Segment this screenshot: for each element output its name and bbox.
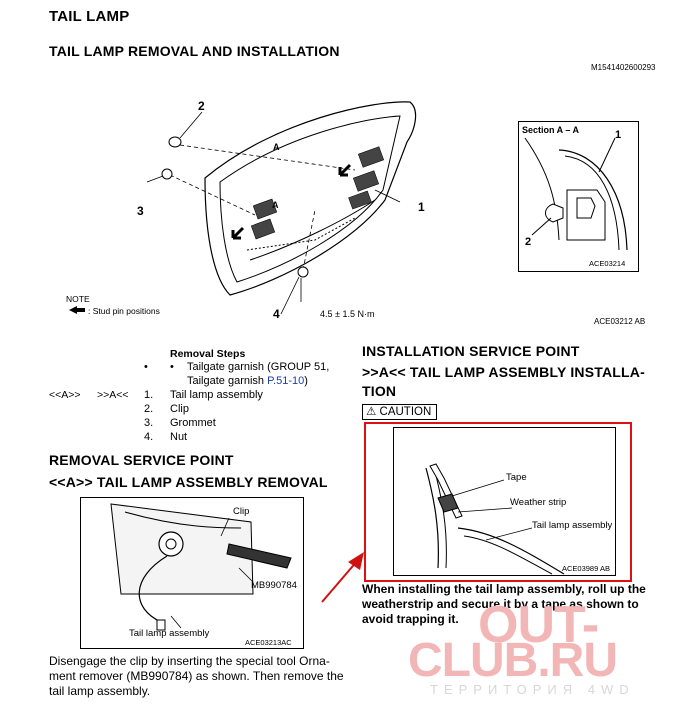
tail-lamp-exploded-figure: 2 3 1 4 A A 4.5 ± 1.5 N·m NOTE : Stud pi… (66, 99, 425, 321)
bullet-dot-2: • (170, 361, 174, 373)
bullet-line-2-text: Tailgate garnish (187, 375, 268, 387)
section-figure-drawing: 1 2 ACE03214 (524, 129, 628, 268)
stud-arrow-icon (69, 306, 85, 314)
removal-fig-tool-label: MB990784 (251, 580, 297, 591)
installation-instructions: When installing the tail lamp assembly, … (362, 582, 646, 626)
watermark-line2: CLUB.RU (408, 634, 618, 687)
step-num-3: 3. (144, 417, 154, 429)
bullet-line-2-end: ) (304, 375, 308, 387)
install-fig-code: ACE03989 AB (562, 564, 610, 573)
marker-install: >>A<< (97, 389, 129, 401)
removal-service-point-subheading: <<A>> TAIL LAMP ASSEMBLY REMOVAL (49, 474, 328, 490)
section-arrow-a-top: A (273, 142, 280, 152)
label-4: 4 (273, 307, 280, 321)
install-fig-tape-label: Tape (506, 472, 527, 483)
figure-id: M1541402600293 (591, 63, 656, 72)
install-fig-assembly-label: Tail lamp assembly (532, 520, 612, 531)
removal-figure-box: Clip MB990784 Tail lamp assembly ACE0321… (80, 497, 304, 649)
installation-subheading-line2: TION (362, 383, 397, 399)
removal-instructions: Disengage the clip by inserting the spec… (49, 654, 344, 698)
step-num-2: 2. (144, 403, 154, 415)
section-figure-title: Section A – A (522, 125, 580, 135)
section-figure-box: Section A – A 1 2 ACE03214 (518, 121, 639, 272)
section-figure-code: ACE03214 (589, 259, 625, 268)
caution-text: CAUTION (379, 406, 432, 418)
page-link[interactable]: P.51-10 (267, 375, 305, 387)
removal-figure-drawing: Clip MB990784 Tail lamp assembly ACE0321… (110, 503, 297, 647)
removal-service-point-heading: REMOVAL SERVICE POINT (49, 452, 234, 468)
section-label-1: 1 (615, 129, 621, 141)
label-1: 1 (418, 200, 425, 214)
bullet-dot: • (144, 361, 148, 373)
bullet-line-2: Tailgate garnish P.51-10) (187, 374, 308, 388)
step-num-1: 1. (144, 389, 154, 401)
installation-figure-drawing: Tape Weather strip Tail lamp assembly AC… (425, 463, 612, 575)
highlight-arrow-icon (321, 552, 364, 603)
warning-triangle-icon: ⚠ (366, 406, 377, 418)
note-text: : Stud pin positions (88, 306, 160, 316)
torque-spec: 4.5 ± 1.5 N·m (320, 309, 374, 319)
installation-subheading-line1: >>A<< TAIL LAMP ASSEMBLY INSTALLA- (362, 364, 645, 380)
removal-fig-code: ACE03213AC (245, 638, 292, 647)
install-fig-weatherstrip-label: Weather strip (510, 497, 566, 508)
section-arrow-a-bottom: A (272, 200, 279, 210)
marker-removal: <<A>> (49, 389, 81, 401)
caution-label: ⚠ CAUTION (362, 404, 438, 420)
main-figure-code: ACE03212 AB (594, 317, 646, 326)
label-2: 2 (198, 99, 205, 113)
watermark-line3: ТЕРРИТОРИЯ 4WD (430, 682, 635, 697)
label-3: 3 (137, 204, 144, 218)
bullet-line-1: Tailgate garnish (GROUP 51, (187, 361, 330, 373)
page-title: TAIL LAMP (49, 8, 130, 25)
step-num-4: 4. (144, 431, 154, 443)
installation-figure-box: Tape Weather strip Tail lamp assembly AC… (393, 427, 616, 576)
section-title: TAIL LAMP REMOVAL AND INSTALLATION (49, 43, 340, 59)
step-text-4: Nut (170, 431, 188, 443)
installation-service-point-heading: INSTALLATION SERVICE POINT (362, 343, 580, 359)
removal-steps-title: Removal Steps (170, 348, 246, 360)
removal-fig-clip-label: Clip (233, 506, 249, 517)
step-text-2: Clip (170, 403, 189, 415)
step-text-1: Tail lamp assembly (170, 389, 263, 401)
section-label-2: 2 (525, 236, 531, 248)
removal-fig-assembly-label: Tail lamp assembly (129, 628, 209, 639)
note-title: NOTE (66, 294, 90, 304)
watermark-line1: OUT- (478, 596, 599, 654)
step-text-3: Grommet (170, 417, 216, 429)
highlight-box: Tape Weather strip Tail lamp assembly AC… (364, 422, 632, 582)
